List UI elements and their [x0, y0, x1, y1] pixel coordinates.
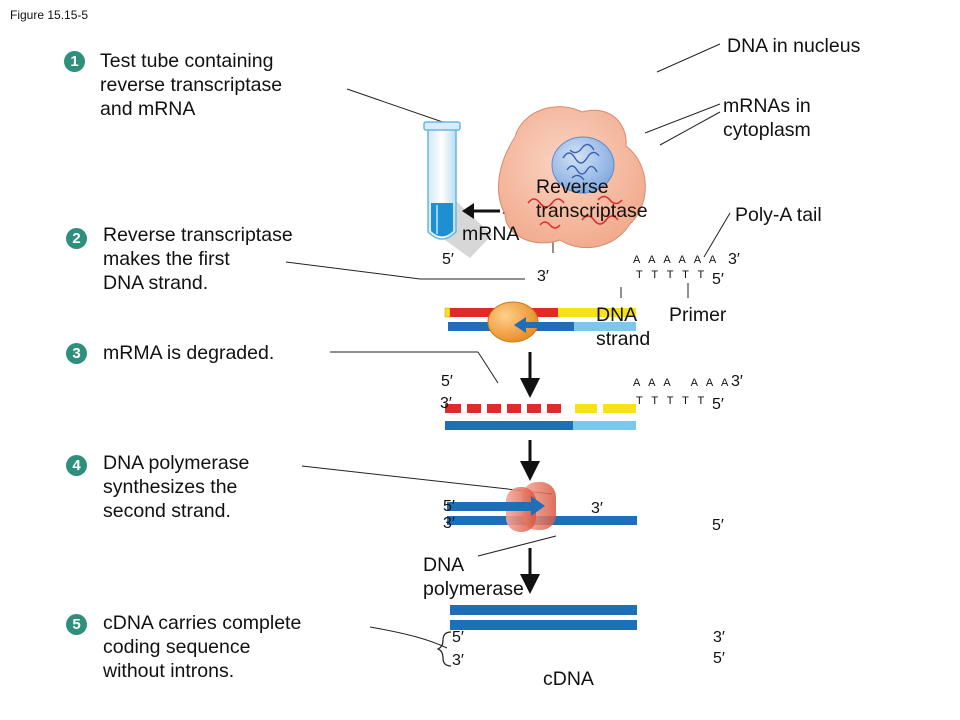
step-4-strands: [447, 482, 637, 532]
label-dna-strand: DNA strand: [596, 304, 651, 350]
step-3-strands: [445, 404, 636, 430]
end-label-3prime: 3′: [728, 251, 740, 268]
step-5-text: cDNA carries complete coding sequence wi…: [103, 612, 302, 682]
label-dna-in-nucleus: DNA in nucleus: [727, 35, 861, 57]
end-label-5prime: 5′: [443, 498, 455, 515]
end-label-3prime: 3′: [440, 395, 452, 412]
end-label-5prime: 5′: [441, 373, 453, 390]
end-label-5prime: 5′: [442, 251, 454, 268]
poly-t-sequence-2: T T T T T: [636, 395, 708, 407]
step-2-badge: 2: [66, 228, 87, 249]
label-dna-polymerase: DNA polymerase: [423, 554, 524, 600]
step-5-badge: 5: [66, 614, 87, 635]
end-label-3prime: 3′: [452, 652, 464, 669]
end-label-5prime: 5′: [712, 517, 724, 534]
end-label-3prime: 3′: [537, 268, 549, 285]
step-3-text: mRMA is degraded.: [103, 342, 275, 364]
step-2-strands: [444, 301, 636, 343]
label-primer: Primer: [669, 304, 727, 326]
label-mrna: mRNA: [462, 223, 520, 245]
figure-label: Figure 15.15-5: [10, 8, 89, 22]
end-label-3prime: 3′: [731, 373, 743, 390]
step-4-badge: 4: [66, 455, 87, 476]
end-label-3prime: 3′: [443, 515, 455, 532]
poly-t-sequence: T T T T T: [636, 269, 708, 281]
end-label-3prime: 3′: [591, 500, 603, 517]
end-label-3prime: 3′: [713, 629, 725, 646]
label-mrnas-in-cytoplasm: mRNAs in cytoplasm: [723, 95, 811, 141]
end-label-5prime: 5′: [452, 629, 464, 646]
end-label-5prime: 5′: [712, 396, 724, 413]
label-poly-a-tail: Poly-A tail: [735, 204, 822, 226]
leader-lines: [285, 43, 731, 649]
cell: [498, 106, 646, 249]
step-3-badge: 3: [66, 343, 87, 364]
step-1-badge: 1: [64, 51, 85, 72]
step-2-text: Reverse transcriptase makes the first DN…: [103, 224, 293, 294]
step-4-text: DNA polymerase synthesizes the second st…: [103, 452, 250, 522]
end-label-5prime: 5′: [712, 271, 724, 288]
label-cdna: cDNA: [543, 668, 594, 690]
down-arrows: [520, 352, 540, 594]
poly-a-sequence-2: A A A A A A: [633, 377, 732, 389]
end-label-5prime: 5′: [713, 650, 725, 667]
cdna-strands: [436, 605, 637, 667]
test-tube: [423, 121, 492, 258]
poly-a-sequence: A A A A A A: [633, 254, 720, 266]
label-reverse-transcriptase: Reverse transcriptase: [536, 176, 648, 222]
step-1-text: Test tube containing reverse transcripta…: [100, 50, 283, 120]
